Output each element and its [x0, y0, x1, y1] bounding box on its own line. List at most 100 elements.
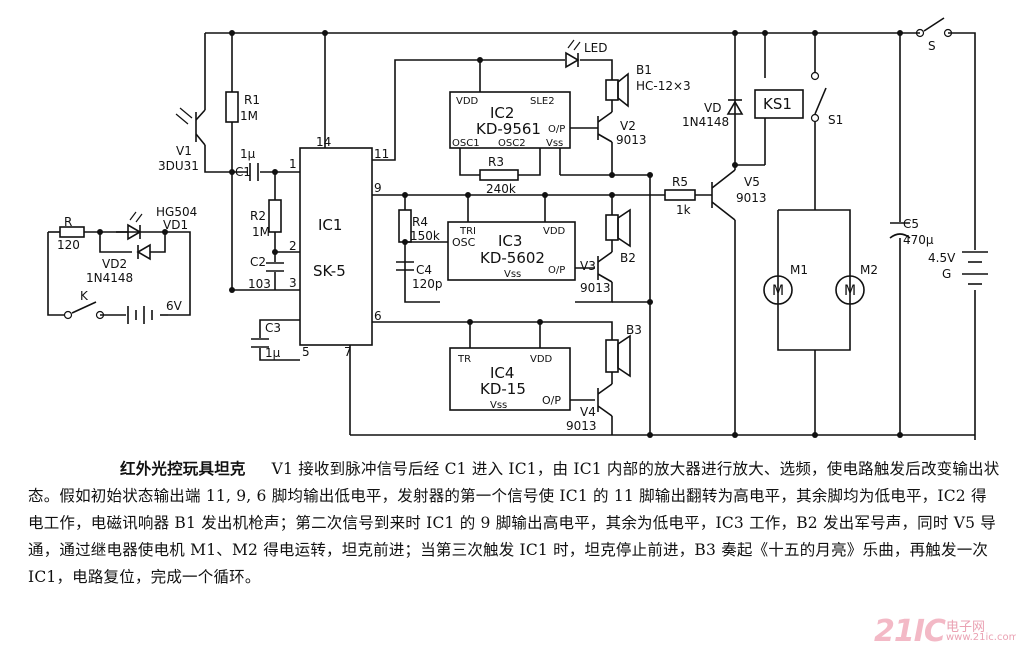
s1-ref: S1: [828, 113, 843, 127]
ic3-op: O/P: [548, 265, 565, 276]
v4-part: 9013: [566, 419, 597, 433]
buzzer-b2: B2: [605, 208, 636, 265]
v5-ref: V5: [744, 175, 760, 189]
r2-ref: R2: [250, 209, 266, 223]
ic3-part: KD-5602: [480, 249, 545, 267]
r1-ref: R1: [244, 93, 260, 107]
ic3-osc: OSC: [452, 236, 476, 249]
m2-ref: M2: [860, 263, 878, 277]
b1-part: HC-12×3: [636, 79, 691, 93]
ic2-vss: Vss: [546, 138, 563, 149]
diode-vd: VD 1N4148: [682, 99, 744, 129]
r4-ref: R4: [412, 215, 428, 229]
resistor-r4: R4 150k: [398, 209, 440, 243]
buzzer-b3: B3: [605, 323, 642, 378]
ic4-block: TR VDD IC4 KD-15 Vss O/P: [449, 347, 571, 411]
ic4-vdd: VDD: [530, 354, 553, 365]
c1-value: 1μ: [240, 147, 256, 161]
b3-ref: B3: [626, 323, 642, 337]
ic3-vss: Vss: [504, 269, 521, 280]
ic2-vdd: VDD: [456, 96, 479, 107]
watermark-site: www.21ic.com: [946, 632, 1016, 643]
ic2-osc1: OSC1: [452, 138, 480, 149]
v1-ref: V1: [176, 144, 192, 158]
ic2-osc2: OSC2: [498, 138, 526, 149]
phototransistor-v1: V1 3DU31: [158, 107, 206, 173]
led: LED: [565, 39, 608, 69]
v3-ref: V3: [580, 259, 596, 273]
m2-symbol: M: [844, 283, 856, 299]
v2-part: 9013: [616, 133, 647, 147]
capacitor-c5: C5 470μ: [889, 217, 934, 247]
r4-value: 150k: [410, 229, 440, 243]
ic2-part: KD-9561: [476, 120, 541, 138]
switch-s1: S1: [810, 71, 843, 127]
g-value: 4.5V: [928, 251, 956, 265]
ic1-pin-5: 5: [302, 345, 310, 359]
ic4-op: O/P: [542, 394, 561, 407]
c4-value: 120p: [412, 277, 443, 291]
r-value: 120: [57, 238, 80, 252]
r2-value: 1M: [252, 225, 270, 239]
caption-title: 红外光控玩具坦克: [120, 459, 246, 478]
r5-value: 1k: [676, 203, 691, 217]
capacitor-c4: C4 120p: [396, 261, 443, 291]
ic4-ref: IC4: [490, 364, 514, 382]
resistor-r2: R2 1M: [250, 199, 282, 239]
c3-ref: C3: [265, 321, 281, 335]
caption-body: V1 接收到脉冲信号后经 C1 进入 IC1，由 IC1 内部的放大器进行放大、…: [28, 460, 1000, 586]
m1-symbol: M: [772, 283, 784, 299]
c1-ref: C1: [235, 165, 251, 179]
vd1-ref: VD1: [163, 218, 188, 232]
capacitor-c2: C2 103: [248, 255, 284, 291]
ic3-block: TRI VDD OSC IC3 KD-5602 Vss O/P: [447, 221, 576, 281]
c2-ref: C2: [250, 255, 266, 269]
r1-value: 1M: [240, 109, 258, 123]
junction-dots: [97, 30, 903, 438]
ic1-pin-11: 11: [374, 147, 389, 161]
vd2-part: 1N4148: [86, 271, 133, 285]
m1-ref: M1: [790, 263, 808, 277]
c5-value: 470μ: [903, 233, 934, 247]
vd1-part: HG504: [156, 205, 197, 219]
r3-ref: R3: [488, 155, 504, 169]
ic1-pin-3: 3: [289, 276, 297, 290]
ic2-op: O/P: [548, 124, 565, 135]
ic1-pin-9: 9: [374, 181, 382, 195]
c5-ref: C5: [903, 217, 919, 231]
capacitor-c3: C3 1μ: [251, 321, 281, 360]
ic1-pin-2: 2: [289, 239, 297, 253]
watermark-logo: 21IC 电子网 www.21ic.com: [874, 612, 1016, 652]
capacitor-c1: 1μ C1: [235, 147, 259, 181]
ic1-pin-6: 6: [374, 309, 382, 323]
vd2-ref: VD2: [102, 257, 127, 271]
b2-ref: B2: [620, 251, 636, 265]
ic1-pin-14: 14: [316, 135, 331, 149]
ic3-tri: TRI: [459, 226, 476, 237]
ic1-pin-7: 7: [344, 345, 352, 359]
v5-part: 9013: [736, 191, 767, 205]
bat6-value: 6V: [166, 299, 183, 313]
r5-ref: R5: [672, 175, 688, 189]
vd-ref: VD: [704, 101, 721, 115]
transistor-v3: V3 9013: [580, 251, 613, 295]
resistor-r1: R1 1M: [225, 91, 260, 123]
ic4-vss: Vss: [490, 400, 507, 411]
led-ref: LED: [584, 41, 608, 55]
ic3-ref: IC3: [498, 232, 522, 250]
r-ref: R: [64, 215, 72, 229]
left-ir-circuit: R 120 HG504 VD1 VD2 1N4148 K 6V: [57, 205, 197, 324]
r3-value: 240k: [486, 182, 516, 196]
v3-part: 9013: [580, 281, 611, 295]
s-ref: S: [928, 39, 936, 53]
ic4-part: KD-15: [480, 380, 526, 398]
transistor-v2: V2 9013: [597, 111, 647, 147]
c2-value: 103: [248, 277, 271, 291]
motor-m2: M M2: [835, 263, 878, 305]
v2-ref: V2: [620, 119, 636, 133]
k-ref: K: [80, 289, 89, 303]
ks1-ref: KS1: [763, 95, 792, 113]
c4-ref: C4: [416, 263, 432, 277]
transistor-v4: V4 9013: [566, 383, 613, 433]
ic1-part: SK-5: [313, 262, 346, 280]
